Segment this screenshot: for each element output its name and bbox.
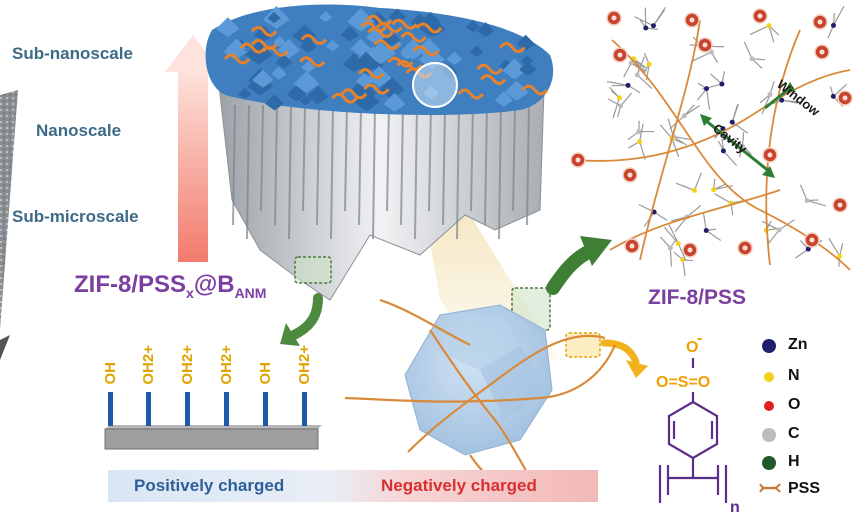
positively-charged-label: Positively charged [134, 476, 285, 495]
legend-zn-dot [762, 339, 776, 353]
surface-group-label: OH2+ [218, 345, 235, 385]
legend-n-label: N [788, 367, 800, 384]
surface-group-label: OH [257, 362, 274, 385]
charge-gradient-bar [108, 470, 598, 502]
surface-group-stem [185, 392, 190, 426]
scale-label-sub-nanoscale: Sub-nanoscale [12, 44, 133, 63]
legend-o-label: O [788, 396, 801, 413]
legend-c-label: C [788, 425, 800, 442]
legend-pss-icon [759, 483, 781, 493]
membrane-title: ZIF-8/PSSx@BANM [74, 271, 267, 301]
pss-sulfonate: O - O=S=O n [656, 330, 740, 516]
magnified-pore-circle [412, 62, 458, 108]
surface-group-label: OH2+ [140, 345, 157, 385]
svg-text:n: n [730, 499, 740, 516]
svg-text:-: - [697, 330, 702, 347]
legend-h-dot [762, 456, 776, 470]
surface-group-stem [302, 392, 307, 426]
legend-zn-label: Zn [788, 336, 808, 353]
surface-substrate [104, 392, 322, 450]
micrograph-background [0, 90, 18, 330]
zif8-crystal [344, 298, 617, 496]
legend-n-dot [764, 372, 774, 382]
orange-arrow-pss [600, 339, 640, 366]
svg-text:O: O [686, 339, 698, 356]
legend-o-dot [764, 401, 774, 411]
svg-text:O=S=O: O=S=O [656, 374, 710, 391]
legend-h-label: H [788, 453, 800, 470]
zoom-box-surface [294, 256, 332, 284]
scale-label-nanoscale: Nanoscale [36, 121, 122, 140]
legend-pss-label: PSS [788, 480, 821, 497]
membrane-block [205, 4, 554, 301]
scale-label-sub-microscale: Sub-microscale [12, 207, 139, 226]
legend-c-dot [762, 428, 776, 442]
green-arrow-framework [546, 243, 599, 295]
green-arrow-surface [289, 293, 323, 340]
surface-group-stem [224, 392, 229, 426]
cavity-label: Cavity [710, 121, 751, 157]
zoom-box-pss [565, 332, 601, 358]
framework-pss-chains [574, 19, 851, 271]
surface-group-label: OH [102, 362, 119, 385]
surface-group-stem [108, 392, 113, 426]
framework-title: ZIF-8/PSS [648, 286, 747, 309]
surface-group-label: OH2+ [296, 345, 313, 385]
pss-structure [658, 358, 728, 503]
surface-group-stem [263, 392, 268, 426]
surface-group-stem [146, 392, 151, 426]
surface-group-label: OH2+ [179, 345, 196, 385]
zif8-framework-lattice [570, 5, 853, 277]
negatively-charged-label: Negatively charged [381, 476, 537, 495]
